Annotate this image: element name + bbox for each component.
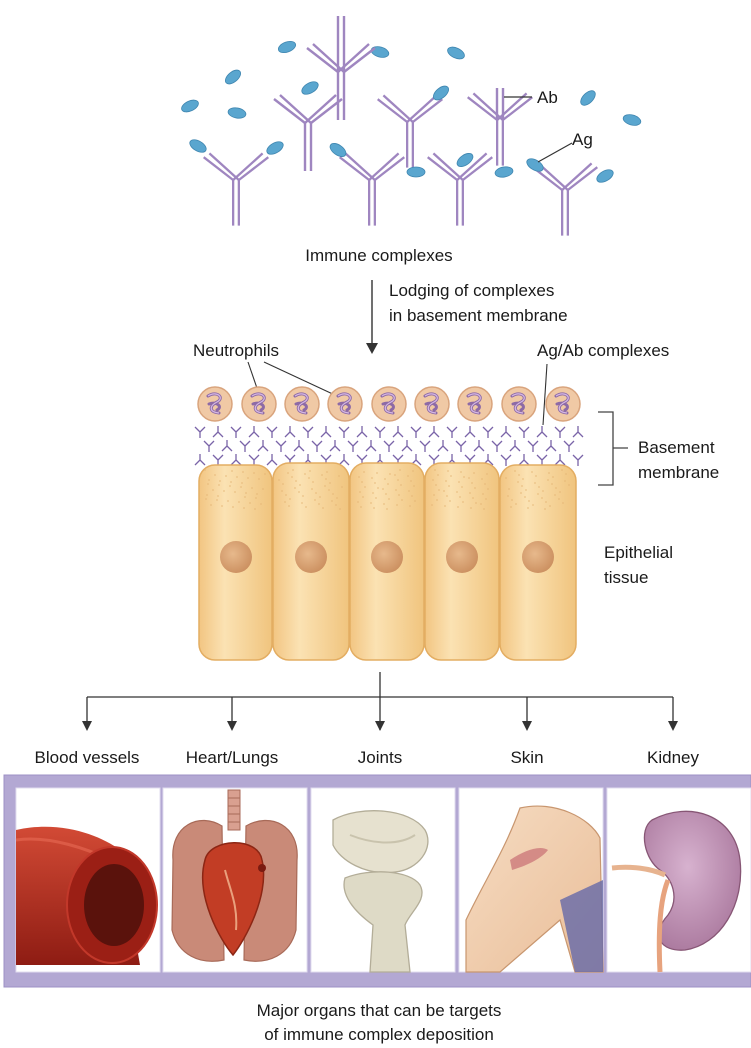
ag-ab-complexes-label: Ag/Ab complexes	[537, 341, 669, 360]
caption-line2: of immune complex deposition	[264, 1025, 494, 1044]
lodging-label-line2: in basement membrane	[389, 306, 568, 325]
ag-ab-pointer	[543, 364, 547, 425]
basement-membrane-label-2: membrane	[638, 463, 719, 482]
organ-label-skin: Skin	[510, 748, 543, 767]
immune-complex-lattice: Ab Ag Immune complexes	[180, 16, 642, 265]
ab-label: Ab	[537, 88, 558, 107]
caption-line1: Major organs that can be targets	[257, 1001, 502, 1020]
lodging-label-line1: Lodging of complexes	[389, 281, 554, 300]
basement-complexes	[195, 426, 583, 466]
ag-pointer-line	[538, 143, 572, 162]
organ-label-heart-lungs: Heart/Lungs	[186, 748, 279, 767]
free-antigens	[180, 39, 642, 127]
basement-membrane-label-1: Basement	[638, 438, 715, 457]
lodging-arrow	[366, 280, 378, 354]
epithelial-label-2: tissue	[604, 568, 648, 587]
organ-label-blood-vessels: Blood vessels	[35, 748, 140, 767]
neutrophil-row	[198, 387, 580, 421]
ag-label: Ag	[572, 130, 593, 149]
antibodies	[204, 16, 598, 236]
basement-membrane-bracket	[598, 412, 628, 485]
epithelial-cells	[199, 463, 576, 660]
epithelial-label-1: Epithelial	[604, 543, 673, 562]
organ-label-kidney: Kidney	[647, 748, 699, 767]
immune-complexes-caption: Immune complexes	[305, 246, 452, 265]
organ-branch-tree	[82, 672, 678, 731]
neutrophils-label: Neutrophils	[193, 341, 279, 360]
organ-label-joints: Joints	[358, 748, 402, 767]
